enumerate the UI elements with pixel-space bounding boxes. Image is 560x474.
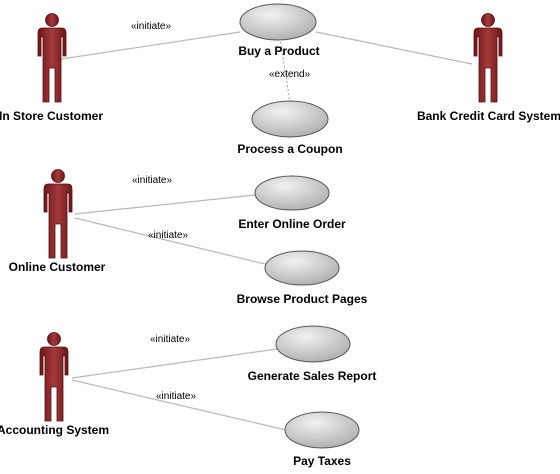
stereotype-initiate-label: «initiate» bbox=[148, 230, 188, 241]
use-case-label: Browse Product Pages bbox=[237, 292, 368, 306]
use-case-process-a-coupon[interactable] bbox=[251, 100, 329, 138]
assoc-acct-report bbox=[71, 348, 278, 379]
assoc-online-browse bbox=[74, 217, 266, 265]
stereotype-initiate-label: «initiate» bbox=[150, 334, 190, 345]
stereotype-initiate-label: «initiate» bbox=[132, 175, 172, 186]
use-case-buy-a-product[interactable] bbox=[239, 3, 317, 41]
assoc-buy-bank bbox=[315, 31, 473, 65]
actor-label: Accounting System bbox=[0, 423, 109, 437]
assoc-online-order bbox=[74, 194, 256, 215]
use-case-generate-sales-report[interactable] bbox=[275, 325, 351, 363]
use-case-label: Pay Taxes bbox=[293, 454, 351, 468]
use-case-label: Buy a Product bbox=[238, 44, 319, 58]
assoc-instore-buy bbox=[47, 31, 241, 62]
stereotype-extend-label: «extend» bbox=[269, 69, 311, 80]
actor-in-store-customer-icon[interactable] bbox=[37, 13, 67, 103]
extend-coupon-buy bbox=[279, 36, 291, 104]
use-case-pay-taxes[interactable] bbox=[284, 411, 360, 449]
actor-label: Bank Credit Card System bbox=[417, 109, 560, 123]
actor-online-customer-icon[interactable] bbox=[43, 169, 73, 259]
actor-label: Online Customer bbox=[9, 260, 106, 274]
actor-bank-credit-card-system-icon[interactable] bbox=[473, 13, 503, 103]
stereotype-initiate-label: «initiate» bbox=[156, 391, 196, 402]
use-case-label: Enter Online Order bbox=[238, 217, 346, 231]
assoc-acct-taxes bbox=[71, 379, 287, 431]
actor-accounting-system-icon[interactable] bbox=[39, 332, 69, 422]
use-case-label: Generate Sales Report bbox=[248, 369, 377, 383]
use-case-label: Process a Coupon bbox=[237, 142, 342, 156]
stereotype-initiate-label: «initiate» bbox=[131, 21, 171, 32]
use-case-enter-online-order[interactable] bbox=[254, 175, 330, 211]
use-case-browse-product-pages[interactable] bbox=[264, 250, 340, 286]
actor-label: In Store Customer bbox=[0, 109, 103, 123]
